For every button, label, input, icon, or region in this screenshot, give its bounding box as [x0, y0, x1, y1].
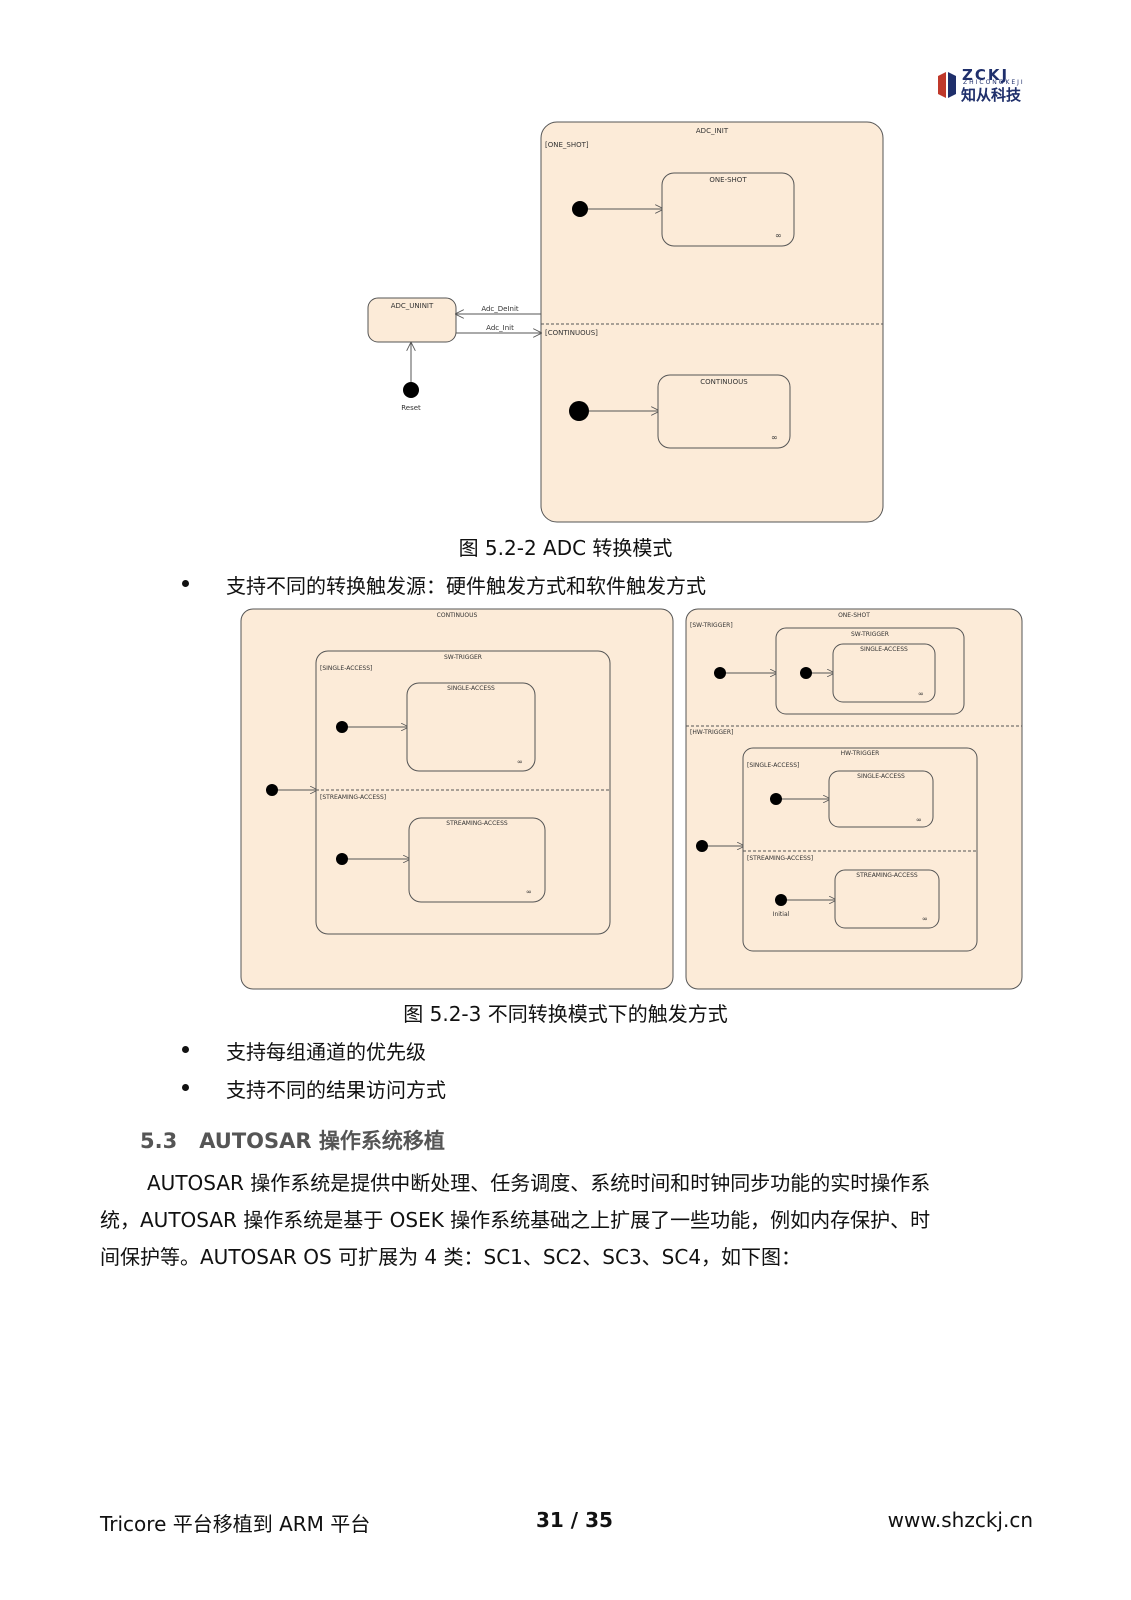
- left-streaming-initial-node: [336, 853, 348, 865]
- continuous-state: [657, 374, 791, 449]
- bullet-text: 支持每组通道的优先级: [226, 1040, 426, 1064]
- right-hw-single-access-label: SINGLE-ACCESS: [857, 773, 905, 780]
- left-single-access-label: SINGLE-ACCESS: [447, 685, 495, 692]
- one-shot-title: ONE-SHOT: [838, 612, 870, 619]
- continuous-title: CONTINUOUS: [437, 612, 478, 619]
- loop-icon: ∞: [916, 816, 922, 824]
- figure1-caption: 图 5.2-2 ADC 转换模式: [458, 536, 673, 560]
- continuous-state-label: CONTINUOUS: [700, 378, 748, 386]
- adc-uninit-label: ADC_UNINIT: [391, 302, 434, 310]
- continuous-initial-node: [569, 401, 589, 421]
- adc-init-title: ADC_INIT: [696, 127, 729, 135]
- section-number: 5.3: [140, 1129, 178, 1153]
- trigger-state-diagram: CONTINUOUS SW-TRIGGER [SINGLE-ACCESS] SI…: [240, 608, 1023, 990]
- right-hw-single-access-state: [828, 770, 934, 828]
- right-sw-trigger-label: SW-TRIGGER: [851, 631, 889, 638]
- paragraph-line: 统，AUTOSAR 操作系统是基于 OSEK 操作系统基础之上扩展了一些功能，例…: [100, 1208, 931, 1232]
- footer-url: www.shzckj.cn: [887, 1508, 1033, 1532]
- loop-icon: ∞: [922, 915, 928, 923]
- loop-icon: ∞: [517, 758, 523, 766]
- right-hw-streaming-guard: [STREAMING-ACCESS]: [747, 855, 813, 862]
- right-sw-single-initial-node: [800, 667, 812, 679]
- reset-label: Reset: [401, 404, 421, 412]
- one-shot-state-label: ONE-SHOT: [709, 176, 747, 184]
- right-hw-trigger-label: HW-TRIGGER: [841, 750, 880, 757]
- loop-icon: ∞: [775, 231, 782, 240]
- left-streaming-access-label: STREAMING-ACCESS: [446, 820, 508, 827]
- right-hw-streaming-access-state: [834, 869, 940, 929]
- left-streaming-guard: [STREAMING-ACCESS]: [320, 794, 386, 801]
- reset-initial-node: [403, 382, 419, 398]
- right-sw-single-access-label: SINGLE-ACCESS: [860, 646, 908, 653]
- bullet-dot-icon: [182, 1084, 189, 1091]
- continuous-guard: [CONTINUOUS]: [545, 329, 598, 337]
- bullet-text: 支持不同的结果访问方式: [226, 1078, 446, 1102]
- right-hw-single-initial-node: [770, 793, 782, 805]
- bullet-dot-icon: [182, 1046, 189, 1053]
- loop-icon: ∞: [918, 690, 924, 698]
- company-logo: ZCKJ ZHICONGKEJI 知从科技: [936, 66, 1046, 104]
- loop-icon: ∞: [771, 433, 778, 442]
- page-number: 31 / 35: [536, 1508, 613, 1532]
- logo-text-en: ZCKJ: [962, 66, 1010, 84]
- logo-text-sub: ZHICONGKEJI: [963, 79, 1025, 86]
- bullet-text: 支持不同的转换触发源：硬件触发方式和软件触发方式: [226, 574, 706, 598]
- paragraph-line: AUTOSAR 操作系统是提供中断处理、任务调度、系统时间和时钟同步功能的实时操…: [147, 1171, 931, 1195]
- left-initial-node: [266, 784, 278, 796]
- init-transition-label: Adc_Init: [486, 324, 514, 332]
- loop-icon: ∞: [526, 888, 532, 896]
- right-hw-initial-node: [696, 840, 708, 852]
- right-hw-single-guard: [SINGLE-ACCESS]: [747, 762, 799, 769]
- figure2-caption: 图 5.2-3 不同转换模式下的触发方式: [403, 1002, 728, 1026]
- one-shot-guard: [ONE_SHOT]: [545, 141, 589, 149]
- left-single-initial-node: [336, 721, 348, 733]
- right-hw-streaming-access-label: STREAMING-ACCESS: [856, 872, 918, 879]
- left-sw-trigger-label: SW-TRIGGER: [444, 654, 482, 661]
- sw-trigger-guard: [SW-TRIGGER]: [690, 622, 733, 629]
- adc-state-diagram: ADC_INIT [ONE_SHOT] ONE-SHOT ∞ [CONTINUO…: [367, 121, 884, 523]
- right-sw-single-access-state: [832, 643, 936, 703]
- left-single-guard: [SINGLE-ACCESS]: [320, 665, 372, 672]
- bullet-dot-icon: [182, 580, 189, 587]
- adc-uninit-state: [367, 297, 457, 343]
- initial-label: Initial: [773, 911, 790, 918]
- paragraph-line: 间保护等。AUTOSAR OS 可扩展为 4 类：SC1、SC2、SC3、SC4…: [100, 1245, 802, 1269]
- one-shot-initial-node: [572, 201, 588, 217]
- footer-title: Tricore 平台移植到 ARM 平台: [100, 1512, 371, 1536]
- left-single-access-state: [406, 682, 536, 772]
- deinit-transition-label: Adc_DeInit: [481, 305, 519, 313]
- logo-mark-icon: [938, 72, 956, 98]
- right-sw-initial-node: [714, 667, 726, 679]
- one-shot-state: [661, 172, 795, 247]
- section-heading: 5.3 AUTOSAR 操作系统移植: [140, 1125, 445, 1155]
- logo-text-zh: 知从科技: [961, 86, 1022, 104]
- left-streaming-access-state: [408, 817, 546, 903]
- adc-init-state: [540, 121, 884, 523]
- hw-trigger-guard: [HW-TRIGGER]: [690, 729, 733, 736]
- right-hw-streaming-initial-node: [775, 894, 787, 906]
- section-title: AUTOSAR 操作系统移植: [199, 1129, 445, 1153]
